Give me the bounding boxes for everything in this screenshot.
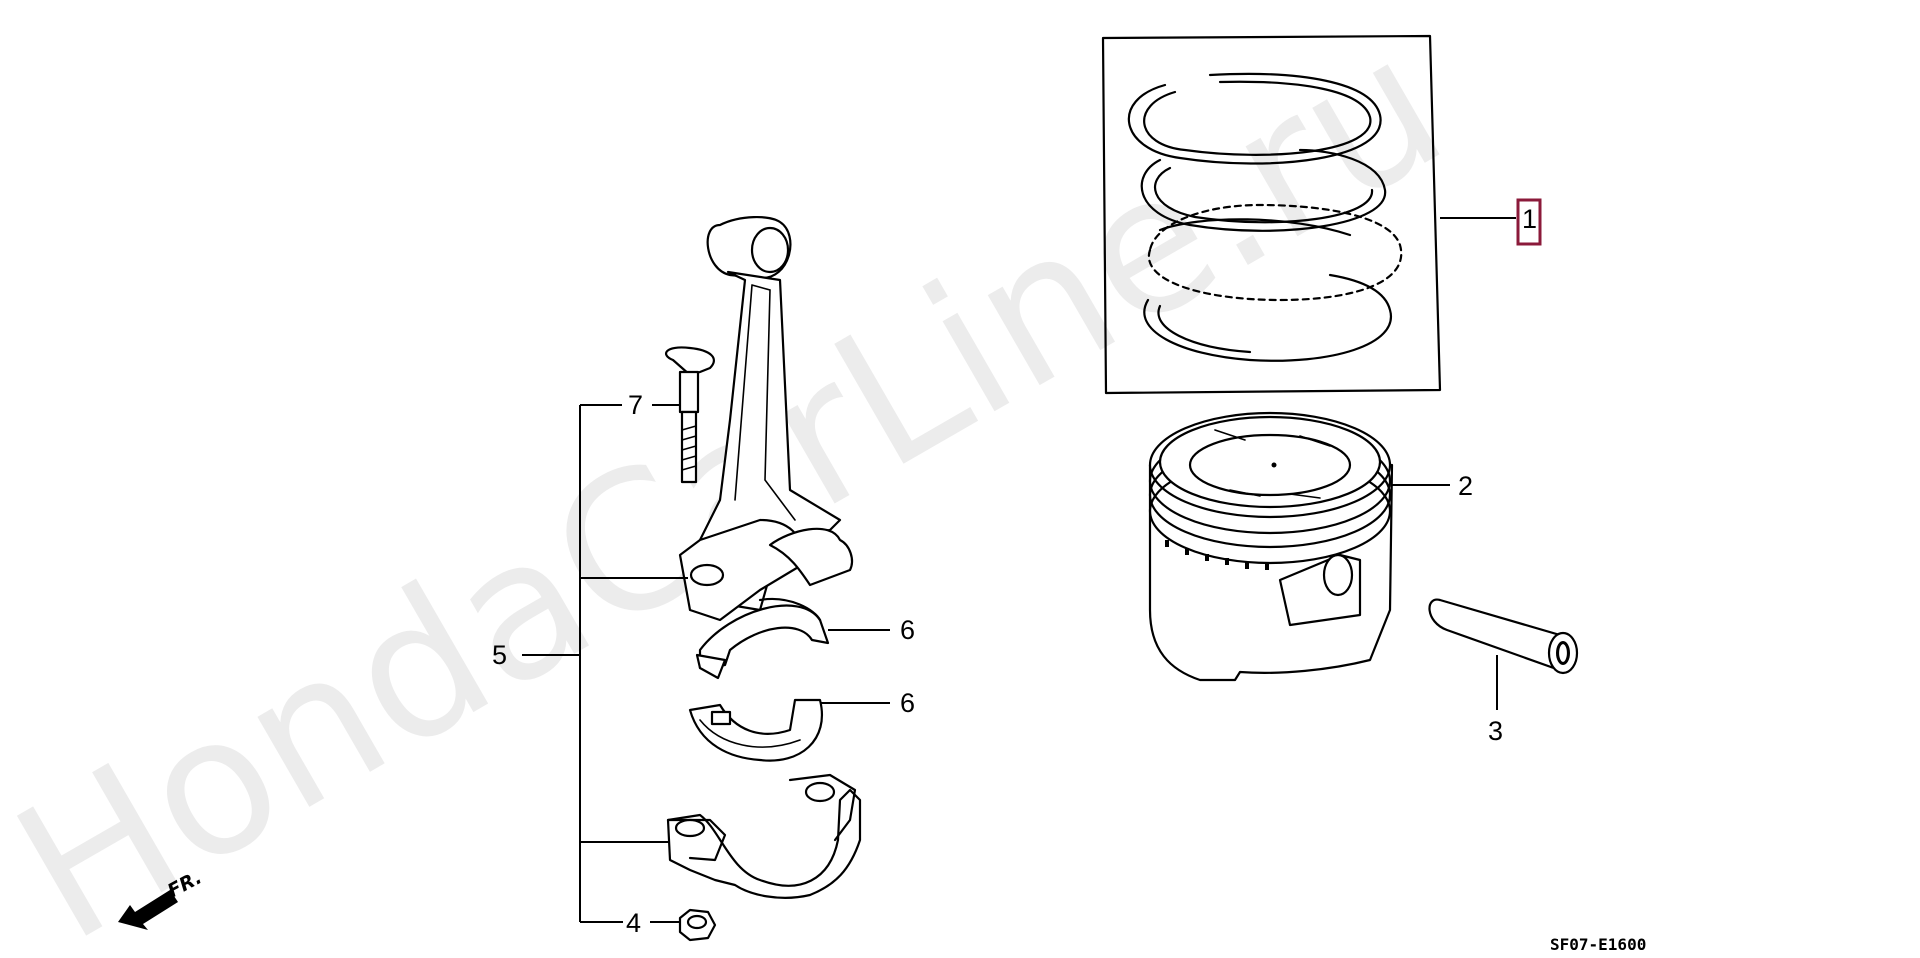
nut[interactable] — [678, 908, 717, 942]
piston[interactable] — [1148, 411, 1394, 682]
rod-cap[interactable] — [666, 773, 862, 899]
callout-7: 7 — [628, 390, 643, 420]
diagram-code: SF07-E1600 — [1550, 935, 1646, 954]
piston-ring-set[interactable] — [1101, 34, 1442, 395]
assembly-bracket — [522, 404, 688, 923]
callout-1-highlight — [1516, 198, 1542, 246]
callout-6-upper: 6 — [900, 615, 915, 645]
connecting-rod[interactable] — [678, 215, 854, 622]
bearing-lower[interactable] — [688, 698, 823, 762]
callout-5: 5 — [492, 640, 507, 670]
callout-1: 1 — [1522, 204, 1537, 234]
bearing-upper[interactable] — [695, 597, 830, 680]
callout-4: 4 — [626, 908, 641, 938]
callout-6-lower: 6 — [900, 688, 915, 718]
callout-3: 3 — [1488, 716, 1503, 746]
rod-bolt[interactable] — [664, 346, 715, 484]
arrow-icon — [118, 890, 178, 930]
callout-2: 2 — [1458, 471, 1473, 501]
piston-pin[interactable] — [1428, 598, 1579, 675]
